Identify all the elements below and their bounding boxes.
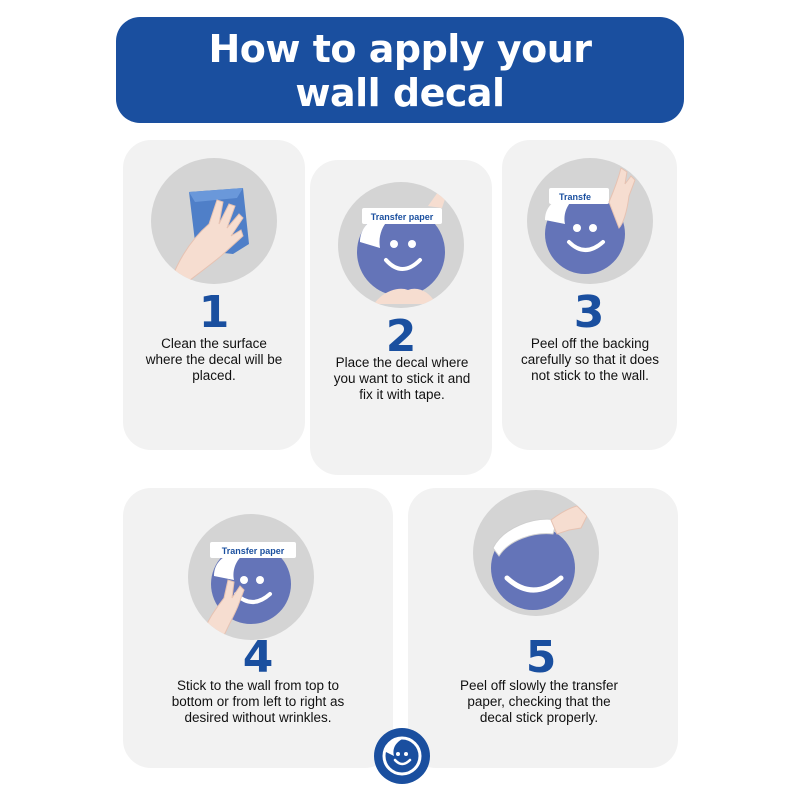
step-card-2: Transfer paper 2 Place the decal where y… xyxy=(310,160,492,475)
step-card-1: 1 Clean the surface where the decal will… xyxy=(123,140,305,450)
step-description-3: Peel off the backing carefully so that i… xyxy=(520,336,660,383)
page-title-banner: How to apply your wall decal xyxy=(116,17,684,123)
step-number-3: 3 xyxy=(573,287,605,338)
decal-transfer-paper-icon: Transfer paper xyxy=(338,182,464,308)
step-card-3: Transfe 3 Peel off the backing carefully… xyxy=(502,140,677,450)
title-line-2: wall decal xyxy=(295,71,505,115)
step-number-1: 1 xyxy=(198,287,230,338)
step-number-2: 2 xyxy=(385,311,417,362)
peel-backing-icon: Transfe xyxy=(527,158,653,284)
tape-label-2: Transfer paper xyxy=(371,212,434,222)
step-description-2: Place the decal where you want to stick … xyxy=(333,355,471,402)
tape-label-3: Transfe xyxy=(559,192,591,202)
step-number-5: 5 xyxy=(525,632,557,683)
smiley-decal-icon xyxy=(374,728,430,784)
step-description-4: Stick to the wall from top to bottom or … xyxy=(171,678,345,725)
step-description-5: Peel off slowly the transfer paper, chec… xyxy=(459,678,619,725)
step-card-5: 5 Peel off slowly the transfer paper, ch… xyxy=(408,488,678,768)
step-description-1: Clean the surface where the decal will b… xyxy=(145,336,283,383)
tape-label-4: Transfer paper xyxy=(222,546,285,556)
step-number-4: 4 xyxy=(242,632,274,683)
press-decal-icon: Transfer paper xyxy=(188,514,314,640)
peel-transfer-icon xyxy=(473,490,599,616)
step-card-4: Transfer paper 4 Stick to the wall from … xyxy=(123,488,393,768)
title-line-1: How to apply your xyxy=(208,27,593,71)
cloth-hand-icon xyxy=(151,158,277,284)
